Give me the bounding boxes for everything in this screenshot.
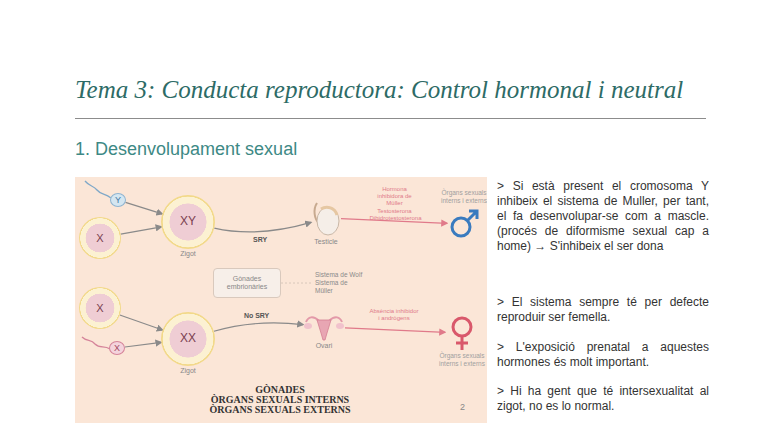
gonad-split-line: [281, 283, 311, 284]
legend-caps: GÒNADES: [180, 385, 380, 395]
testicle-epididymis: [321, 207, 337, 215]
edge-label: Absència inhibidor i andrògens: [369, 308, 419, 322]
edge-label: No SRY: [237, 311, 277, 319]
connector-arrow: [345, 328, 445, 332]
node-text: Gònades embrionàries: [214, 275, 280, 291]
zygote-circle: XYZigot: [161, 195, 215, 249]
node-caption: Ovari: [302, 342, 346, 350]
sperm-tail: [82, 337, 110, 349]
female-symbol-cross: [456, 336, 468, 350]
ovary-shape: [336, 323, 344, 329]
section-heading: 1. Desenvolupament sexual: [75, 139, 495, 160]
female-organs-node: Òrgans sexuals interns i externs: [445, 315, 479, 351]
zygote-circle: XXZigot: [161, 312, 215, 366]
node-caption: Òrgans sexuals interns i externs: [432, 352, 487, 368]
male-symbol: [447, 207, 481, 241]
testicle-node: Testicle: [311, 199, 341, 237]
edge-label: Hormona inhibidora de Müller Testosteron…: [370, 186, 420, 222]
title-rule: [75, 118, 706, 119]
illustration-panel: YXXYZigotTesticleÒrgans sexuals interns …: [75, 177, 487, 423]
node-text: Y: [115, 195, 121, 205]
edge-label: SRY: [245, 235, 275, 243]
system-label: Sistema de Wolf Sistema de Müller: [315, 271, 363, 295]
node-text: X: [96, 302, 103, 315]
note-paragraph: > El sistema sempre té per defecte repro…: [497, 295, 709, 325]
node-caption: Òrgans sexuals interns i externs: [434, 189, 487, 205]
ovary-node: Ovari: [303, 313, 345, 341]
sperm-cell: X: [109, 341, 125, 355]
female-symbol-ring: [453, 318, 471, 336]
legend-caps: ÒRGANS SEXUALS EXTERNS: [180, 405, 380, 415]
male-organs-node: Òrgans sexuals interns i externs: [447, 207, 481, 241]
testicle-shape: [311, 199, 341, 237]
legend-caps: ÒRGANS SEXUALS INTERNS: [180, 395, 380, 405]
page-number: 2: [460, 402, 472, 412]
ovary-shape: [304, 323, 312, 329]
testicle-body: [317, 207, 339, 235]
gonad-box: Gònades embrionàries: [213, 268, 281, 298]
egg-cell: X: [79, 287, 121, 329]
connector-arrow: [120, 315, 163, 330]
sperm-cell: Y: [110, 193, 126, 207]
note-paragraph: > L'exposició prenatal a aquestes hormon…: [497, 340, 709, 370]
male-symbol-arrow: [468, 211, 477, 220]
egg-cell: X: [79, 217, 121, 259]
connector-arrow: [214, 323, 303, 331]
node-caption: Testicle: [304, 238, 348, 246]
node-text: X: [96, 232, 103, 245]
node-text: XY: [180, 215, 196, 229]
female-symbol: [445, 315, 479, 351]
note-paragraph: > Si està present el cromosoma Y inhibei…: [497, 179, 709, 254]
connector-arrow: [125, 342, 161, 347]
node-text: XX: [180, 332, 196, 346]
connector-arrow: [214, 222, 311, 232]
male-symbol-ring: [452, 218, 470, 236]
node-caption: Zigot: [168, 367, 208, 375]
slide-title: Tema 3: Conducta reproductora: Control h…: [75, 76, 715, 104]
connector-arrow: [126, 202, 163, 214]
uterus-shape: [303, 313, 345, 341]
node-text: X: [114, 343, 120, 353]
sperm-tail: [85, 181, 111, 198]
node-caption: Zigot: [168, 250, 208, 258]
note-paragraph: > Hi ha gent que té intersexualitat al z…: [497, 384, 709, 414]
connector-arrow: [121, 227, 162, 234]
uterus-body: [317, 320, 331, 340]
